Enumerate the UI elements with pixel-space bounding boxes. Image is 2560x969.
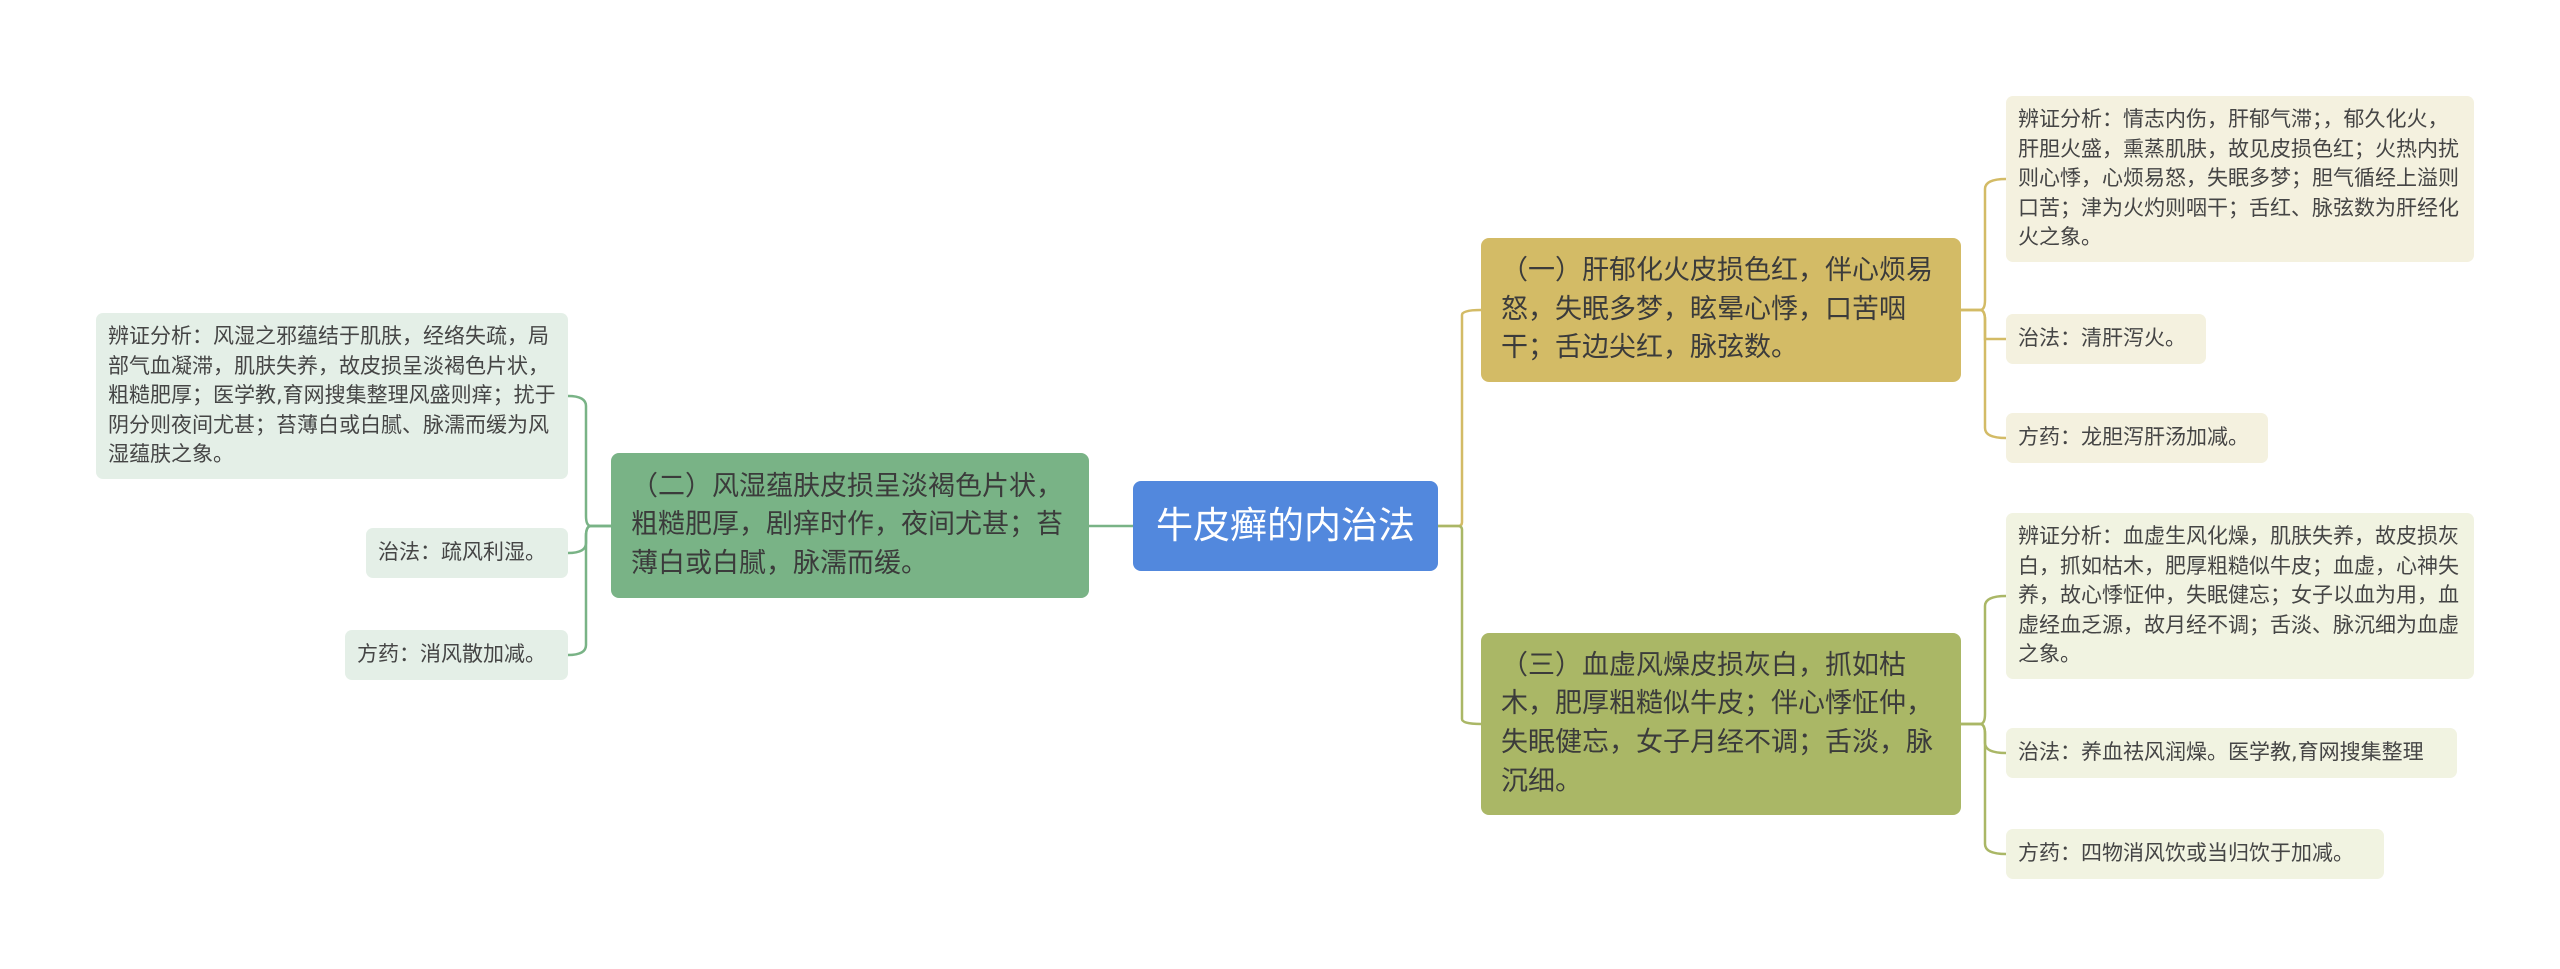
branch-one-to-detail-three-connector — [1961, 308, 2007, 440]
branch-liver-fire-label: （一）肝郁化火皮损色红，伴心烦易怒，失眠多梦，眩晕心悸，口苦咽干；舌边尖红，脉弦… — [1501, 255, 1933, 364]
branch-wind-damp[interactable]: （二）风湿蕴肤皮损呈淡褐色片状，粗糙肥厚，剧痒时作，夜间尤甚；苔薄白或白腻，脉濡… — [611, 453, 1089, 598]
wind-damp-treatment-text: 治法：疏风利湿。 — [378, 540, 546, 565]
liver-fire-prescription-text: 方药：龙胆泻肝汤加减。 — [2018, 425, 2249, 450]
branch-three-to-detail-three-connector — [1961, 722, 2007, 856]
wind-damp-prescription-node[interactable]: 方药：消风散加减。 — [345, 630, 568, 680]
liver-fire-treatment-text: 治法：清肝泻火。 — [2018, 326, 2186, 351]
liver-fire-prescription-node[interactable]: 方药：龙胆泻肝汤加减。 — [2006, 413, 2268, 463]
branch-three-to-detail-one-connector — [1961, 594, 2007, 726]
root-topic-label: 牛皮癣的内治法 — [1156, 503, 1415, 547]
liver-fire-treatment-node[interactable]: 治法：清肝泻火。 — [2006, 314, 2206, 364]
branch-liver-fire[interactable]: （一）肝郁化火皮损色红，伴心烦易怒，失眠多梦，眩晕心悸，口苦咽干；舌边尖红，脉弦… — [1481, 238, 1961, 382]
branch-three-to-detail-two-connector — [1961, 722, 2007, 755]
branch-blood-deficiency-label: （三）血虚风燥皮损灰白，抓如枯木，肥厚粗糙似牛皮；伴心悸怔仲，失眠健忘，女子月经… — [1501, 649, 1933, 797]
branch-two-to-detail-two-connector — [567, 524, 611, 555]
root-to-branch-one-connector — [1438, 308, 1482, 528]
blood-deficiency-prescription-text: 方药：四物消风饮或当归饮于加减。 — [2018, 841, 2354, 866]
branch-one-to-detail-two-connector — [1961, 308, 2006, 341]
blood-deficiency-treatment-text: 治法：养血祛风润燥。医学教,育网搜集整理 — [2018, 740, 2424, 765]
branch-blood-deficiency[interactable]: （三）血虚风燥皮损灰白，抓如枯木，肥厚粗糙似牛皮；伴心悸怔仲，失眠健忘，女子月经… — [1481, 633, 1961, 815]
blood-deficiency-treatment-node[interactable]: 治法：养血祛风润燥。医学教,育网搜集整理 — [2006, 728, 2457, 778]
root-to-branch-three-connector — [1438, 524, 1482, 726]
wind-damp-treatment-node[interactable]: 治法：疏风利湿。 — [366, 528, 568, 578]
root-topic[interactable]: 牛皮癣的内治法 — [1133, 481, 1438, 571]
wind-damp-analysis-text: 辨证分析：风湿之邪蕴结于肌肤，经络失疏，局部气血凝滞，肌肤失养，故皮损呈淡褐色片… — [108, 323, 556, 467]
blood-deficiency-analysis-node[interactable]: 辨证分析：血虚生风化燥，肌肤失养，故皮损灰白，抓如枯木，肥厚粗糙似牛皮；血虚，心… — [2006, 513, 2474, 679]
branch-two-to-detail-three-connector — [567, 524, 611, 657]
blood-deficiency-prescription-node[interactable]: 方药：四物消风饮或当归饮于加减。 — [2006, 829, 2384, 879]
wind-damp-analysis-node[interactable]: 辨证分析：风湿之邪蕴结于肌肤，经络失疏，局部气血凝滞，肌肤失养，故皮损呈淡褐色片… — [96, 313, 568, 479]
liver-fire-analysis-node[interactable]: 辨证分析：情志内伤，肝郁气滞；，郁久化火，肝胆火盛，熏蒸肌肤，故见皮损色红；火热… — [2006, 96, 2474, 262]
branch-two-to-detail-one-connector — [567, 394, 611, 528]
liver-fire-analysis-text: 辨证分析：情志内伤，肝郁气滞；，郁久化火，肝胆火盛，熏蒸肌肤，故见皮损色红；火热… — [2018, 106, 2459, 250]
blood-deficiency-analysis-text: 辨证分析：血虚生风化燥，肌肤失养，故皮损灰白，抓如枯木，肥厚粗糙似牛皮；血虚，心… — [2018, 523, 2459, 667]
branch-wind-damp-label: （二）风湿蕴肤皮损呈淡褐色片状，粗糙肥厚，剧痒时作，夜间尤甚；苔薄白或白腻，脉濡… — [631, 470, 1063, 579]
branch-one-to-detail-one-connector — [1961, 177, 2007, 312]
wind-damp-prescription-text: 方药：消风散加减。 — [357, 642, 546, 667]
